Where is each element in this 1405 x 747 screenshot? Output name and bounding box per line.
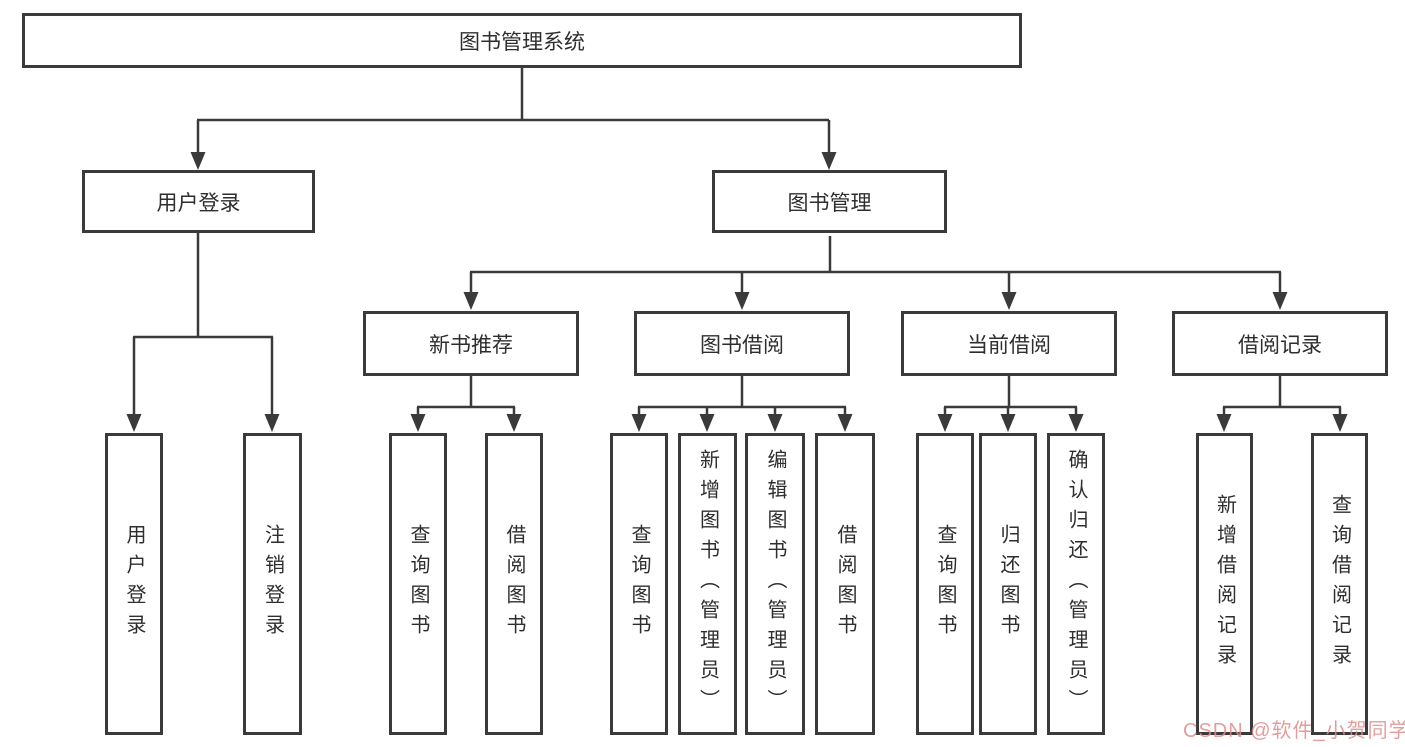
leaf-current-query: 查询图书 xyxy=(916,433,974,735)
leaf-borrow-add-admin: 新增图书（管理员） xyxy=(678,433,737,735)
node-current-borrow-label: 当前借阅 xyxy=(967,333,1051,357)
leaf-records-add-label: 新增借阅记录 xyxy=(1213,494,1236,674)
leaf-records-add: 新增借阅记录 xyxy=(1196,433,1253,735)
node-new-book-recommend-label: 新书推荐 xyxy=(429,333,513,357)
node-book-management-label: 图书管理 xyxy=(787,191,872,215)
leaf-current-confirm-admin-label: 确认归还（管理员） xyxy=(1065,449,1087,719)
leaf-current-return: 归还图书 xyxy=(979,433,1037,735)
leaf-newbook-query-label: 查询图书 xyxy=(407,524,429,644)
node-user-login-label: 用户登录 xyxy=(156,191,241,215)
node-library-system-label: 图书管理系统 xyxy=(459,30,585,54)
leaf-user-login-label: 用户登录 xyxy=(123,524,145,644)
leaf-borrow-edit-admin: 编辑图书（管理员） xyxy=(745,433,805,735)
node-book-borrow-label: 图书借阅 xyxy=(700,333,784,357)
leaf-current-return-label: 归还图书 xyxy=(997,524,1019,644)
node-book-management: 图书管理 xyxy=(712,170,947,233)
leaf-borrow-borrow-label: 借阅图书 xyxy=(834,524,856,644)
node-new-book-recommend: 新书推荐 xyxy=(363,311,579,376)
node-user-login: 用户登录 xyxy=(82,170,315,233)
leaf-newbook-borrow-label: 借阅图书 xyxy=(503,524,525,644)
node-current-borrow: 当前借阅 xyxy=(901,311,1117,376)
leaf-newbook-borrow: 借阅图书 xyxy=(485,433,543,735)
leaf-borrow-add-admin-label: 新增图书（管理员） xyxy=(696,449,719,719)
leaf-logout: 注销登录 xyxy=(243,433,302,735)
leaf-newbook-query: 查询图书 xyxy=(389,433,447,735)
leaf-current-confirm-admin: 确认归还（管理员） xyxy=(1047,433,1105,735)
node-borrow-records-label: 借阅记录 xyxy=(1238,333,1322,357)
leaf-borrow-borrow: 借阅图书 xyxy=(815,433,875,735)
leaf-borrow-edit-admin-label: 编辑图书（管理员） xyxy=(764,449,786,719)
leaf-records-query: 查询借阅记录 xyxy=(1311,433,1368,735)
node-book-borrow: 图书借阅 xyxy=(634,311,850,376)
leaf-borrow-query-label: 查询图书 xyxy=(628,524,650,644)
leaf-records-query-label: 查询借阅记录 xyxy=(1328,494,1351,674)
node-borrow-records: 借阅记录 xyxy=(1172,311,1388,376)
leaf-current-query-label: 查询图书 xyxy=(934,524,956,644)
node-library-system: 图书管理系统 xyxy=(22,13,1022,68)
leaf-borrow-query: 查询图书 xyxy=(610,433,668,735)
csdn-watermark: CSDN @软件_小贺同学 xyxy=(1183,720,1405,742)
leaf-user-login: 用户登录 xyxy=(105,433,163,735)
leaf-logout-label: 注销登录 xyxy=(261,524,284,644)
